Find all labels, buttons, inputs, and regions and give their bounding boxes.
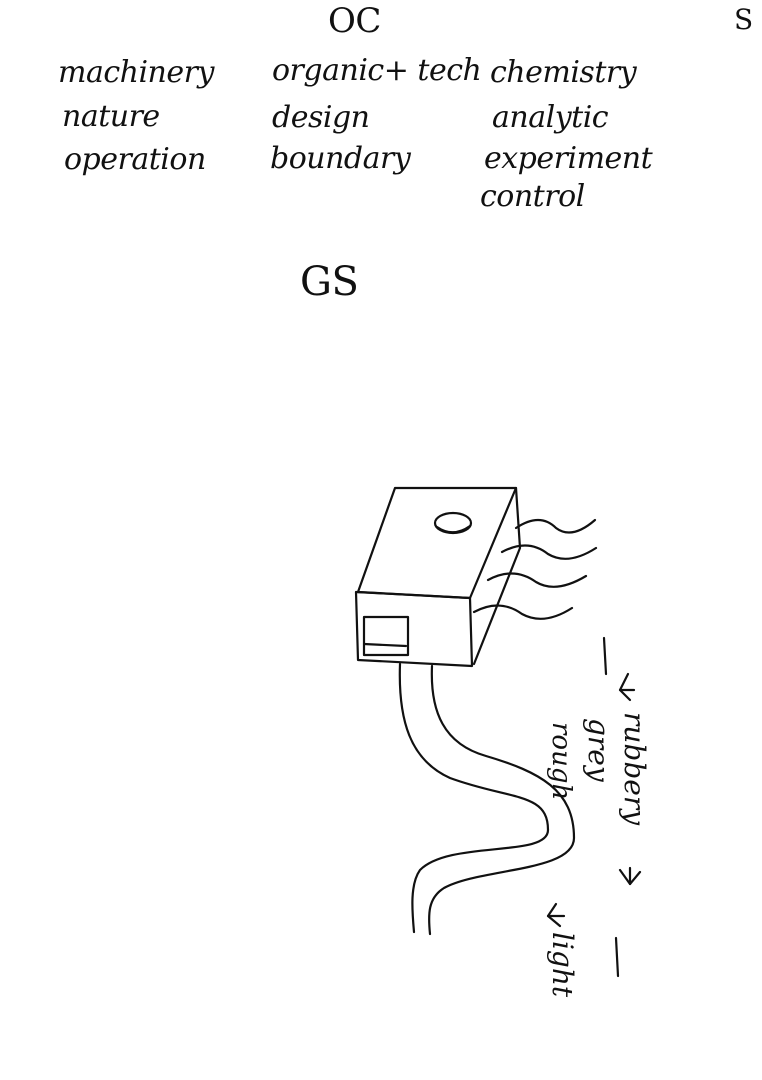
box-top-face [358, 488, 516, 598]
wavy-line-1 [516, 520, 595, 533]
annotation-grey: grey [584, 718, 612, 782]
arrow-up [620, 674, 630, 700]
annotation-light: light [548, 932, 576, 997]
wavy-line-4 [474, 605, 572, 618]
front-window [364, 617, 408, 655]
top-marker [604, 638, 606, 674]
wavy-line-3 [488, 573, 586, 586]
bottom-marker [616, 938, 618, 976]
annotation-rubbery: rubbery [620, 712, 648, 825]
cable-left-edge [400, 664, 548, 932]
annotation-rough: rough [548, 722, 574, 800]
